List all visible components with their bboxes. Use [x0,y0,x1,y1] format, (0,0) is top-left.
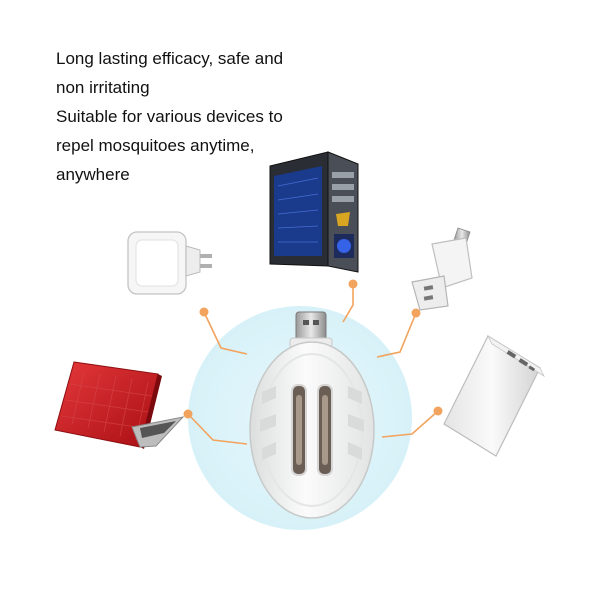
connector-dot [199,307,209,317]
connector-dot [183,409,193,419]
caption-line-2: non irritating [56,78,150,97]
connector-lines [187,284,439,445]
feature-caption: Long lasting efficacy, safe and non irri… [56,44,356,189]
connector-wall-charger [203,311,248,355]
caption-line-5: anywhere [56,165,130,184]
connector-pc-tower [342,284,354,323]
caption-line-4: repel mosquitoes anytime, [56,136,255,155]
connector-dot [433,406,443,416]
connector-dot [348,279,358,289]
connector-laptop [187,413,248,445]
desktop-pc-tower-icon [269,151,359,273]
laptop-icon [54,361,185,449]
connector-dot [411,308,421,318]
caption-line-3: Suitable for various devices to [56,107,283,126]
car-charger-icon [411,227,473,311]
usb-mosquito-repeller-icon [249,311,375,519]
caption-line-1: Long lasting efficacy, safe and [56,49,284,68]
wall-charger-icon [127,231,212,295]
connector-dots [183,279,443,419]
connector-car-charger [376,312,417,358]
power-bank-icon [443,334,545,457]
connector-power-bank [381,410,439,438]
